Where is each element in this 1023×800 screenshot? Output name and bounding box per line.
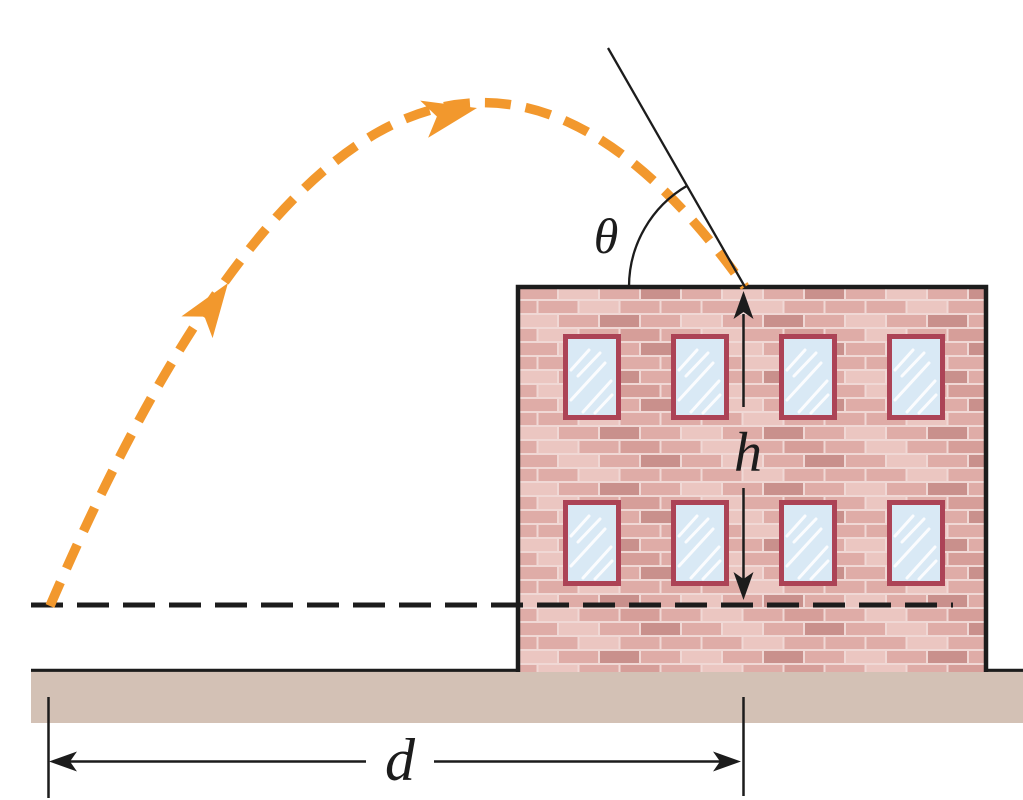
trajectory xyxy=(45,98,749,608)
d-arrowhead-left xyxy=(49,751,77,772)
theta-label: θ xyxy=(594,208,619,264)
window-row2-col3 xyxy=(782,503,835,584)
trajectory-arrowhead-apex xyxy=(420,100,477,138)
building-outline xyxy=(515,284,989,672)
trajectory-arrowheads xyxy=(181,100,477,339)
trajectory-arrowhead-ascending xyxy=(181,283,228,339)
window-row1-col4 xyxy=(890,337,943,418)
window-row1-col3 xyxy=(782,337,835,418)
d-dimension-arrowheads xyxy=(49,751,741,772)
h-arrowhead-down xyxy=(733,572,754,600)
h-arrowhead-up xyxy=(733,291,754,319)
trajectory-path xyxy=(45,98,749,608)
d-arrowhead-right xyxy=(713,751,741,772)
h-dimension-arrowheads xyxy=(733,291,754,600)
ground-strip xyxy=(31,669,1023,723)
building xyxy=(515,284,989,672)
angle-arc xyxy=(627,184,689,288)
d-label: d xyxy=(385,727,416,793)
impact-tangent-line xyxy=(607,47,746,288)
window-row2-col2 xyxy=(674,503,727,584)
d-dimension-lines xyxy=(47,697,745,798)
window-row2-col1 xyxy=(566,503,619,584)
window-row1-col2 xyxy=(674,337,727,418)
h-label: h xyxy=(734,422,762,484)
window-row1-col1 xyxy=(566,337,619,418)
window-row2-col4 xyxy=(890,503,943,584)
